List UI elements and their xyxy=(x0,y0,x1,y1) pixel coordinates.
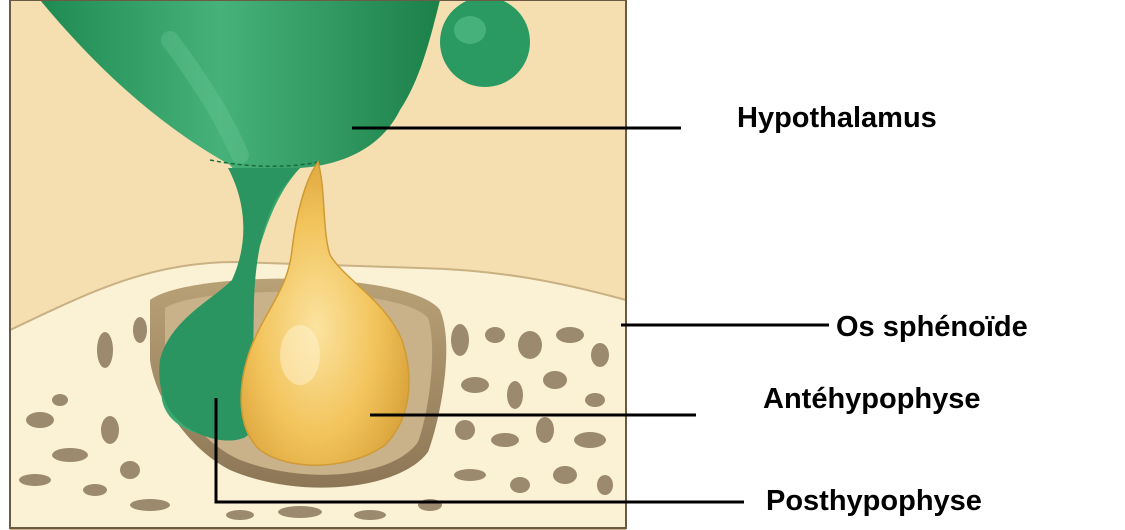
illustration-panel xyxy=(10,0,626,530)
label-os-sphenoide: Os sphénoïde xyxy=(836,313,1028,342)
label-antehypophyse: Antéhypophyse xyxy=(763,385,981,414)
hypothalamus-lobe xyxy=(440,0,530,87)
label-hypothalamus: Hypothalamus xyxy=(737,104,937,133)
label-posthypophyse: Posthypophyse xyxy=(766,487,982,516)
